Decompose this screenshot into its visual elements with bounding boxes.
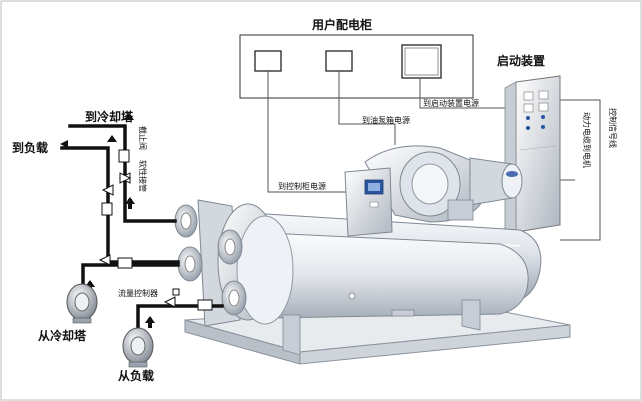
label-to-cooling-tower: 到冷却塔 — [85, 109, 134, 124]
flexible-joint-3 — [117, 257, 133, 269]
label-control-signal-line: 控制信号线 — [608, 108, 618, 148]
starter-cabinet — [504, 75, 561, 237]
distribution-cabinet-label: 用户配电柜 — [311, 17, 372, 32]
valve-bottom-2 — [163, 296, 176, 308]
support-legs — [282, 299, 481, 356]
arrow-to-load — [107, 135, 117, 142]
flow-controller — [172, 288, 180, 296]
breaker-1 — [254, 50, 282, 72]
valve-bottom-1 — [98, 254, 111, 266]
breaker-2 — [325, 50, 353, 72]
arrow-to-cooling-tower — [124, 113, 134, 120]
distribution-cabinet — [239, 34, 474, 99]
control-panel — [344, 167, 393, 237]
label-from-cooling-tower: 从冷却塔 — [38, 328, 87, 343]
flexible-joint-2 — [101, 202, 113, 216]
label-to-load: 到负载 — [12, 140, 48, 155]
flexible-joint-1 — [118, 149, 130, 163]
valve-top-2 — [101, 184, 114, 196]
arrow-to-load-head — [60, 140, 68, 148]
label-to-oil-pump-power: 到油泵箱电源 — [362, 115, 410, 125]
label-from-load: 从负载 — [118, 368, 154, 383]
compressor — [364, 145, 523, 223]
label-flexible-joint: 软性接管 — [138, 160, 148, 192]
label-to-starter-power: 到启动装置电源 — [423, 98, 479, 108]
label-to-control-power: 到控制柜电源 — [278, 181, 326, 191]
valves-and-joints — [98, 149, 213, 311]
starter-label: 启动装置 — [497, 53, 545, 68]
flexible-joint-4 — [197, 299, 213, 311]
label-shutoff-valve: 截止阀 — [138, 126, 148, 150]
pump-load — [122, 327, 154, 368]
evaporator-shell — [244, 231, 529, 319]
label-power-cable-to-motor: 动力电缆到电机 — [582, 112, 592, 168]
pump-cooling-tower — [66, 283, 98, 324]
flow-arrows — [60, 113, 155, 328]
label-flow-controller: 流量控制器 — [118, 288, 158, 298]
breaker-3 — [401, 44, 442, 79]
